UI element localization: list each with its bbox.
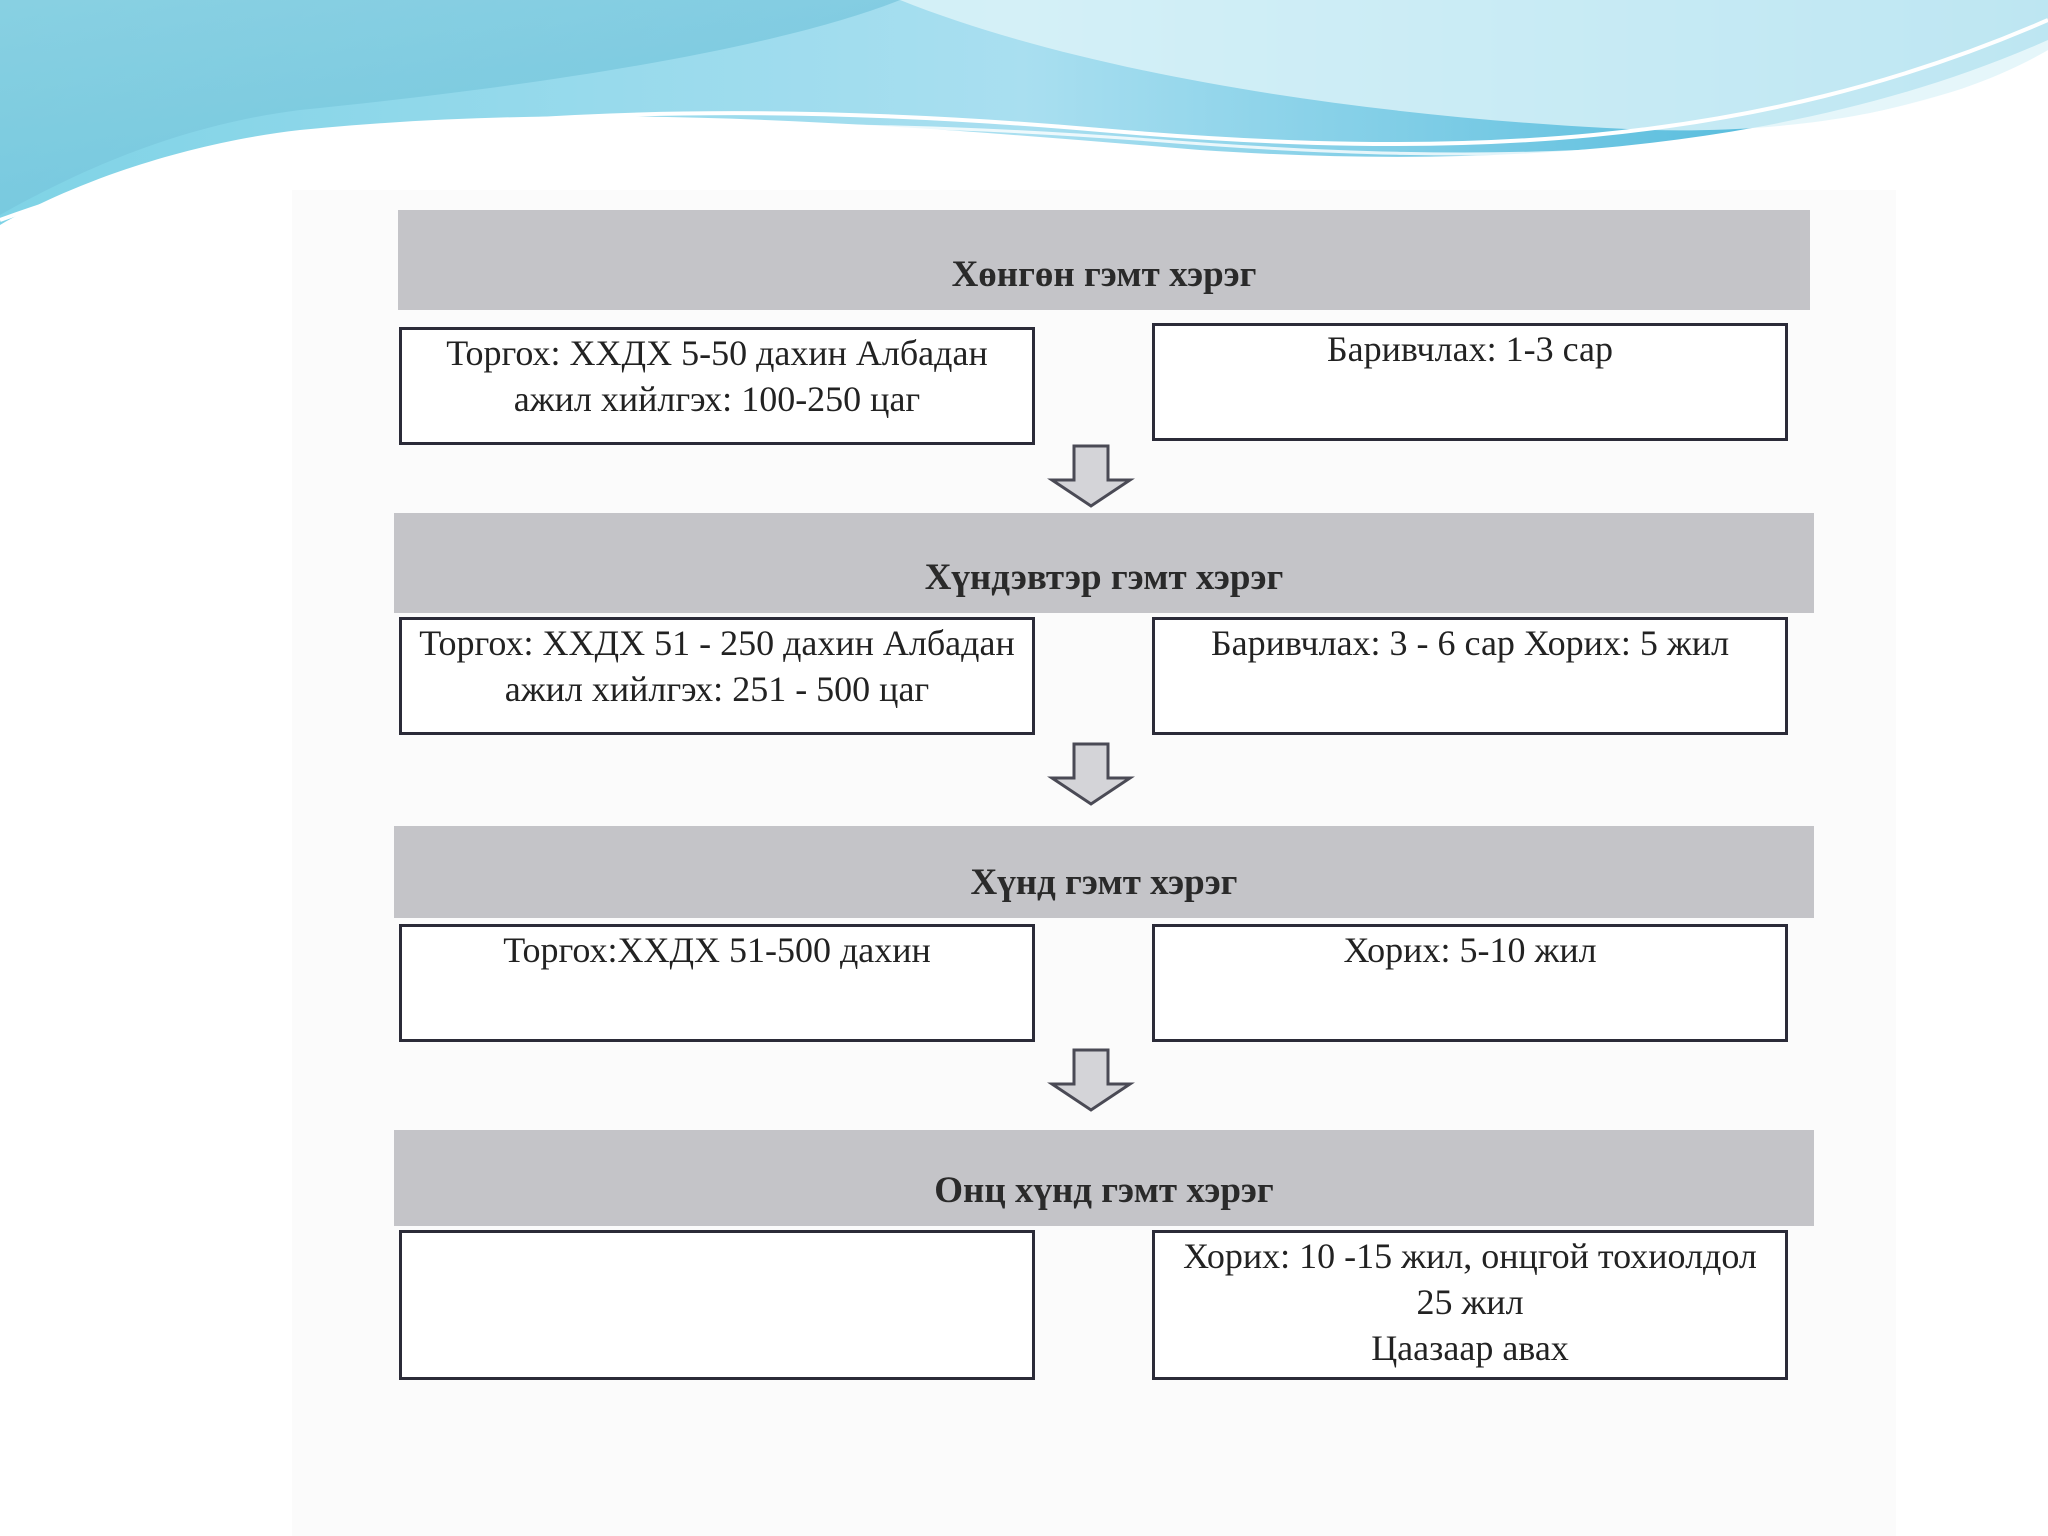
level-1-penalty-fine-box: Торгох: ХХДХ 5-50 дахин Албадан ажил хий…: [399, 327, 1035, 445]
level-header-serious-crime: Хүнд гэмт хэрэг: [394, 826, 1814, 918]
decorative-wave-banner: [0, 0, 2048, 234]
level-3-penalty-fine-box: Торгох:ХХДХ 51-500 дахин: [399, 924, 1035, 1042]
level-2-penalty-arrest-box: Баривчлах: 3 - 6 сар Хорих: 5 жил: [1152, 617, 1788, 735]
level-3-penalty-imprisonment-box: Хорих: 5-10 жил: [1152, 924, 1788, 1042]
level-header-grave-crime: Онц хүнд гэмт хэрэг: [394, 1130, 1814, 1226]
level-header-minor-crime: Хөнгөн гэмт хэрэг: [398, 210, 1810, 310]
level-1-penalty-arrest-box: Баривчлах: 1-3 сар: [1152, 323, 1788, 441]
level-2-penalty-fine-box: Торгох: ХХДХ 51 - 250 дахин Албадан ажил…: [399, 617, 1035, 735]
level-header-less-serious-crime: Хүндэвтэр гэмт хэрэг: [394, 513, 1814, 613]
level-4-penalty-imprisonment-box: Хорих: 10 -15 жил, онцгой тохиолдол 25 ж…: [1152, 1230, 1788, 1380]
level-4-empty-box: [399, 1230, 1035, 1380]
down-arrow-icon: [1047, 1048, 1135, 1112]
down-arrow-icon: [1047, 444, 1135, 508]
down-arrow-icon: [1047, 742, 1135, 806]
